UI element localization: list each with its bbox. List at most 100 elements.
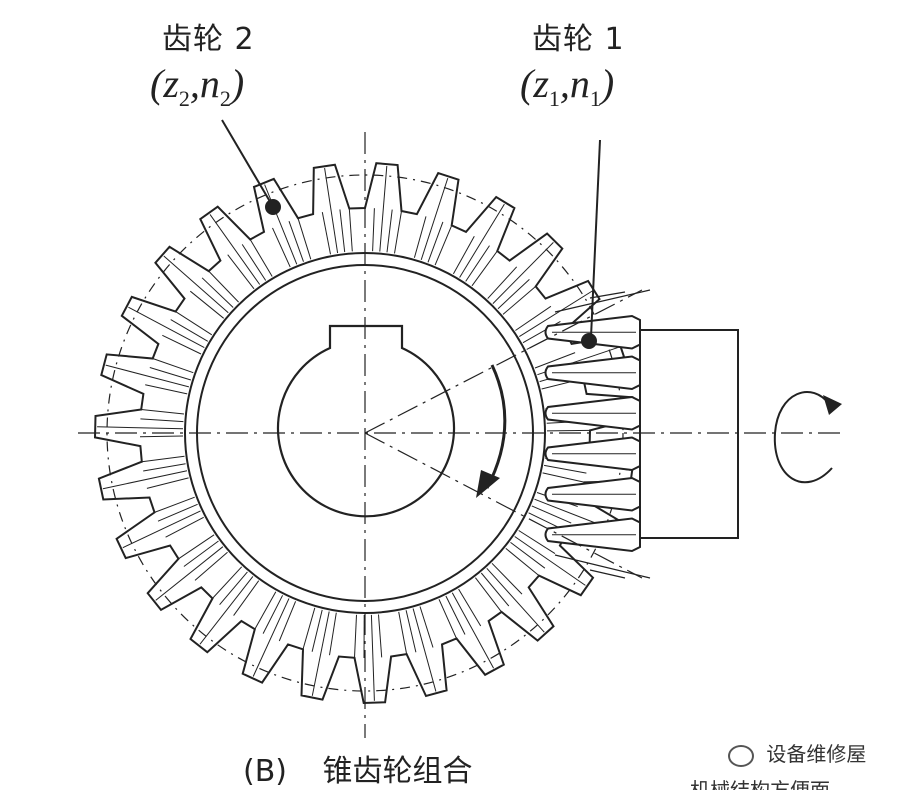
gear-2-leader-dot bbox=[265, 199, 281, 215]
gear-2-tooth-line bbox=[199, 576, 254, 645]
gear-2-tooth-line bbox=[486, 567, 545, 633]
gear-1 bbox=[544, 289, 739, 579]
figure-caption: (B) 锥齿轮组合 bbox=[243, 746, 473, 790]
gear-2-z: z bbox=[163, 61, 179, 106]
gear-2-tooth-line bbox=[105, 364, 190, 388]
gear-2-tooth-line bbox=[102, 470, 188, 490]
gear-2-tooth-line bbox=[219, 571, 248, 606]
leaders bbox=[221, 119, 601, 349]
center-lines bbox=[78, 132, 842, 738]
gear-2-tooth-line bbox=[405, 610, 417, 653]
gear-2-tooth-line bbox=[445, 595, 466, 635]
gear-2-tooth-line bbox=[471, 250, 498, 287]
gear-1-n-sub: 1 bbox=[589, 86, 601, 111]
gear-2-tooth-line bbox=[233, 580, 260, 616]
gear-2-tooth-line bbox=[502, 286, 537, 315]
gear-2-tooth-line bbox=[209, 214, 261, 285]
caption-text: 锥齿轮组合 bbox=[322, 754, 473, 789]
gear-2-tooth-line bbox=[154, 496, 195, 513]
gear-2-tooth-line bbox=[544, 464, 587, 474]
gear-2-tooth-line bbox=[505, 548, 540, 576]
gear-2-tooth-line bbox=[378, 614, 383, 658]
gear-2-tooth-line bbox=[162, 334, 202, 355]
gear-2-tooth-line bbox=[412, 608, 437, 692]
gear-2-tooth-line bbox=[249, 239, 273, 277]
gear-2-leader-line bbox=[221, 119, 273, 206]
gear-1-z-sub: 1 bbox=[548, 86, 560, 111]
gear-2-bore-keyway bbox=[276, 324, 456, 518]
gear-2-tooth-line bbox=[212, 566, 243, 599]
gear-2-tooth-line bbox=[420, 177, 449, 261]
gear-2-tooth-line bbox=[546, 429, 591, 432]
watermark-line1: 设备维修屋 bbox=[766, 742, 867, 766]
gear-1-teeth bbox=[544, 314, 641, 553]
gear-2-tooth-line bbox=[398, 611, 408, 655]
watermark-line2: 机械结构方便面 bbox=[690, 778, 830, 790]
gear-1-rotation-arrow bbox=[773, 391, 833, 484]
gear-2-tooth-line bbox=[458, 588, 482, 627]
gear-2-tooth-line bbox=[178, 534, 215, 560]
gear-2-tooth-line bbox=[122, 510, 201, 549]
gear-2-tooth-line bbox=[531, 505, 572, 524]
gear-2-tooth-line bbox=[475, 577, 502, 613]
gear-2-tooth-line bbox=[272, 227, 291, 268]
gear-2-params: (z2,n2) bbox=[150, 61, 245, 111]
gear-2-tooth-line bbox=[438, 599, 457, 639]
gear-2-tooth-line bbox=[288, 221, 304, 262]
gear-2-tooth-line bbox=[139, 435, 184, 438]
gear-2-tooth-line bbox=[189, 290, 225, 319]
angle-line-lower bbox=[364, 432, 643, 579]
gear-2-tooth-line bbox=[386, 209, 393, 253]
rotation-arrows bbox=[476, 364, 842, 498]
gear-2-tooth-line bbox=[413, 216, 427, 258]
gear-2-tooth-line bbox=[297, 218, 312, 260]
gear-2-tooth-line bbox=[329, 612, 337, 656]
gear-2-tooth-line bbox=[155, 546, 224, 601]
gear-2-z-sub: 2 bbox=[178, 86, 190, 111]
gear-1-shaft bbox=[639, 329, 739, 539]
gear-2-tooth-line bbox=[480, 572, 510, 607]
gear-2-tooth-line bbox=[311, 609, 323, 652]
gear-2-tooth-line bbox=[175, 311, 213, 336]
gear-2-tooth-line bbox=[514, 536, 586, 586]
gear-2-tooth-line bbox=[492, 242, 554, 304]
gear-2-tooth-line bbox=[372, 208, 375, 252]
gear-2-tooth-line bbox=[487, 266, 518, 299]
gear-2-n: n bbox=[199, 61, 220, 106]
gear-2-tooth-line bbox=[157, 503, 198, 522]
gear-2-tooth-lines bbox=[97, 165, 632, 701]
gear-2-tooth-line bbox=[515, 305, 552, 331]
angle-line-upper bbox=[364, 289, 643, 434]
gear-2-tooth-line bbox=[183, 540, 219, 567]
gear-2-tooth-line bbox=[459, 203, 505, 278]
gear-2-tooth-line bbox=[302, 607, 316, 650]
gear-2-rotation-arrow bbox=[485, 364, 507, 489]
caption-tag: (B) bbox=[243, 754, 287, 789]
gear-2-tooth-line bbox=[143, 463, 186, 472]
gear-2-tooth-line bbox=[141, 409, 185, 415]
gear-2-tooth-line bbox=[427, 221, 444, 263]
gear-2-tooth-line bbox=[165, 516, 204, 538]
gear-2-tooth-line bbox=[465, 245, 490, 282]
gear-2-tooth-line bbox=[128, 306, 205, 349]
gear-2-tooth-line bbox=[194, 551, 228, 581]
gear-2-tooth-line bbox=[170, 319, 209, 342]
gear-2-tooth-line bbox=[201, 277, 234, 308]
gear-2-tooth-line bbox=[434, 225, 453, 266]
gear-2-tooth-line bbox=[262, 595, 284, 634]
watermark: 设备维修屋 bbox=[728, 738, 866, 767]
gear-2-tooth-line bbox=[311, 611, 330, 696]
gear-2-tooth-line bbox=[321, 212, 331, 255]
gear-2-name: 齿轮 2 bbox=[162, 22, 255, 57]
gear-1-rotation-arrowhead bbox=[823, 395, 842, 415]
gear-2-tooth-line bbox=[497, 279, 530, 310]
gear-2-tooth-line bbox=[140, 418, 184, 423]
gear-2-tooth-line bbox=[370, 614, 375, 701]
gear-2-tooth-line bbox=[278, 601, 297, 642]
gear-2-tooth-line bbox=[491, 562, 523, 595]
gear-2-tooth-line bbox=[145, 384, 188, 395]
gear-2-tooth-line bbox=[419, 606, 434, 648]
gear-2-tooth-line bbox=[241, 244, 267, 281]
gear-2-tooth-line bbox=[97, 426, 184, 430]
